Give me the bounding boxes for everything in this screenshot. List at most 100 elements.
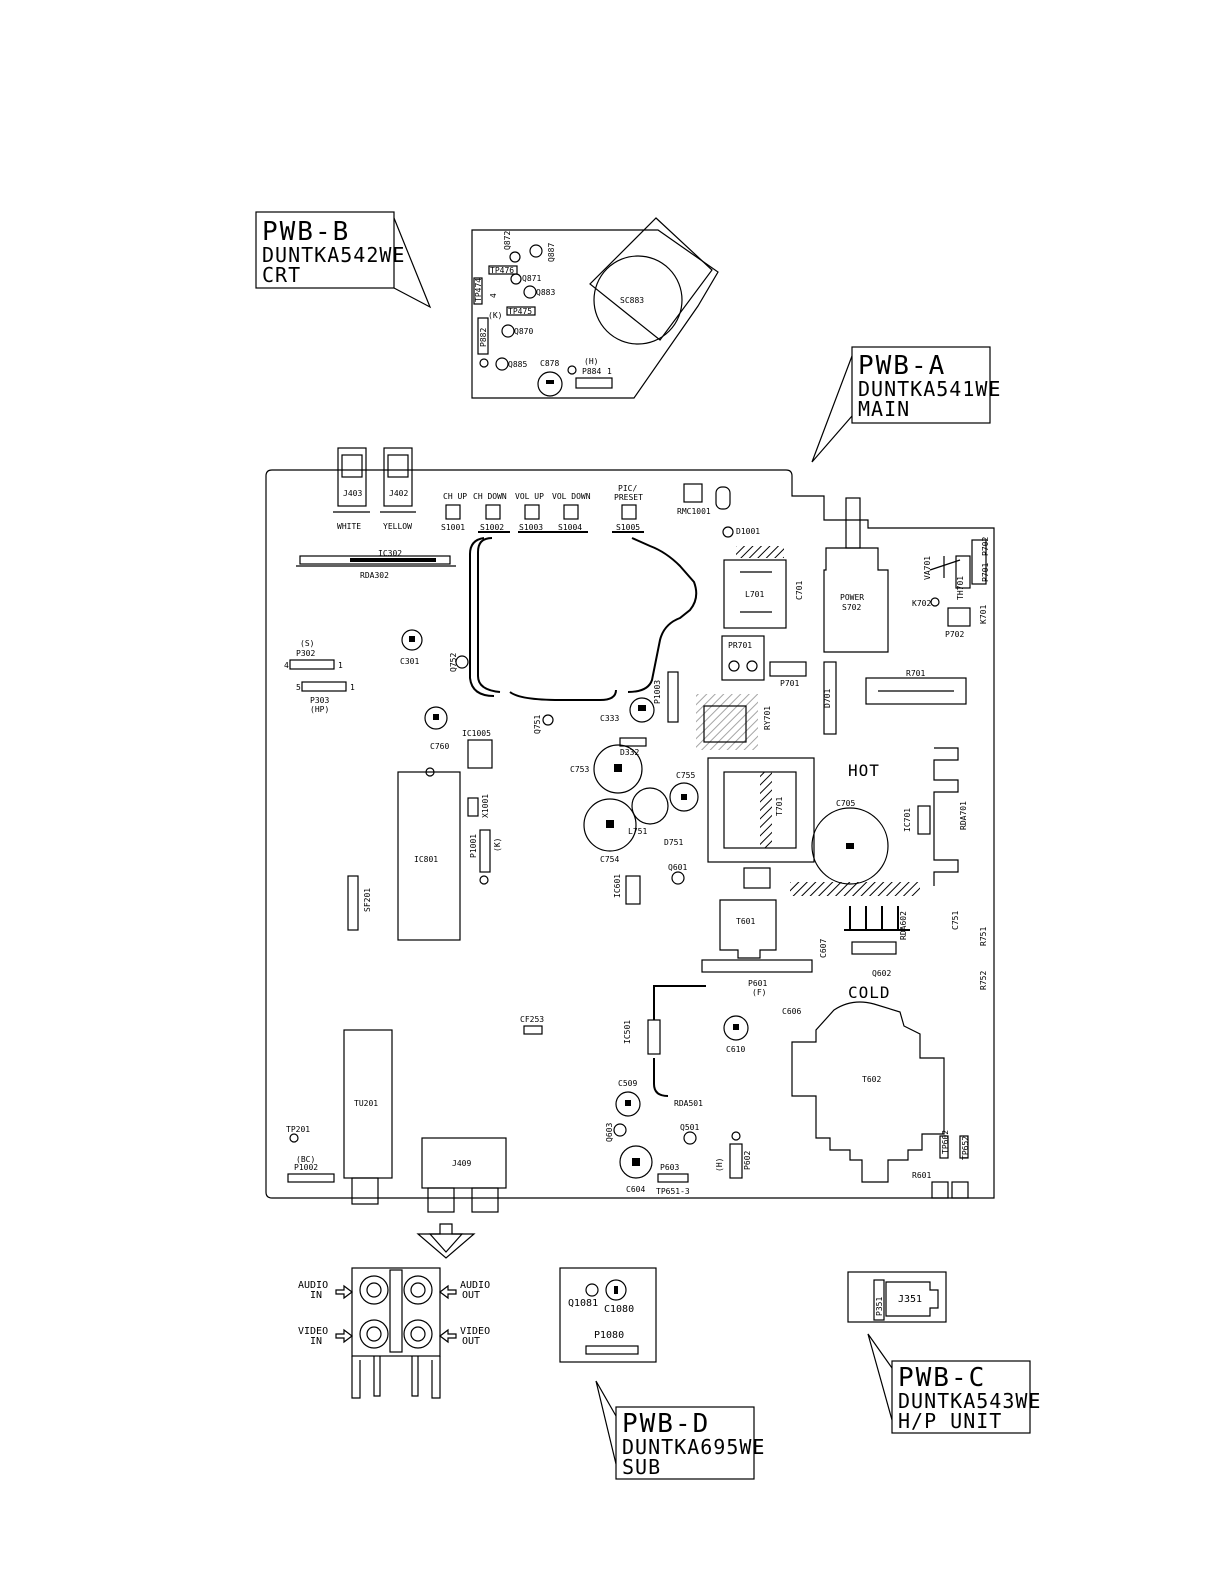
th701-label: TH701 [956, 576, 965, 600]
rda701-label: RDA701 [959, 801, 968, 830]
video-out-label: VIDEO [460, 1326, 490, 1337]
c705-label: C705 [836, 799, 855, 808]
sc883-label: SC883 [620, 296, 644, 305]
s702-label: S702 [842, 603, 861, 612]
cf253-label: CF253 [520, 1015, 544, 1024]
p701-label: P701 [780, 679, 799, 688]
svg-text:4: 4 [284, 661, 289, 670]
t602-label: T602 [862, 1075, 881, 1084]
p1002-bc-label: (BC) [296, 1155, 315, 1164]
vol-up-label: VOL UP [515, 492, 544, 501]
p1002-label: P1002 [294, 1163, 318, 1172]
c751-label: C751 [951, 911, 960, 930]
p884-pin-label: 1 [607, 367, 612, 376]
c753-label: C753 [570, 765, 589, 774]
q870-label: Q870 [514, 327, 533, 336]
p602-label: P602 [743, 1151, 752, 1170]
sf201-label: SF201 [363, 888, 372, 912]
pwb-d-description: SUB [622, 1455, 661, 1479]
arrow-head-icon [416, 1233, 476, 1259]
pic-label: PIC/ [618, 484, 637, 493]
s1002-label: S1002 [480, 523, 504, 532]
ch-up-label: CH UP [443, 492, 467, 501]
audio-in-sub-label: IN [310, 1290, 322, 1301]
crt-h-label: (H) [584, 357, 598, 366]
j409-label: J409 [452, 1159, 471, 1168]
p601-label: P601 [748, 979, 767, 988]
tp474-label: TP474 [474, 278, 483, 302]
p603-label: P603 [660, 1163, 679, 1172]
pwb-a-title: PWB-A [858, 351, 946, 381]
p702-label: P702 [945, 630, 964, 639]
c760-label: C760 [430, 742, 449, 751]
p882-label: P882 [479, 328, 488, 347]
crt-381-label: 4 [489, 293, 498, 298]
pwb-c-label: PWB-C DUNTKA543WE H/P UNIT [867, 1333, 1040, 1434]
r751-label: R751 [979, 927, 988, 946]
s1005-label: S1005 [616, 523, 640, 532]
p701-top-label: P701 [981, 563, 990, 582]
p302-s-label: (S) [300, 639, 314, 648]
q887-label: Q887 [547, 243, 556, 262]
p702-top-label: P702 [981, 537, 990, 556]
j351-label: J351 [898, 1294, 922, 1305]
preset-label: PRESET [614, 493, 643, 502]
ry701-label: RY701 [763, 706, 772, 730]
tp651-label: TP651-3 [656, 1187, 690, 1196]
l751-label: L751 [628, 827, 647, 836]
q752-label: Q752 [449, 653, 458, 672]
k702-label: K702 [912, 599, 931, 608]
t601-label: T601 [736, 917, 755, 926]
crt-k-label: (K) [488, 311, 502, 320]
pwb-c-description: H/P UNIT [898, 1409, 1002, 1433]
tp476-label: TP476 [490, 266, 514, 275]
r752-label: R752 [979, 971, 988, 990]
va701-label: VA701 [923, 556, 932, 580]
pwb-d-title: PWB-D [622, 1409, 710, 1439]
rda302-label: RDA302 [360, 571, 389, 580]
vol-down-label: VOL DOWN [552, 492, 591, 501]
p1080-label: P1080 [594, 1330, 624, 1341]
rda602-label: RDA602 [899, 911, 908, 940]
rmc1001-label: RMC1001 [677, 507, 711, 516]
q1081-label: Q1081 [568, 1298, 598, 1309]
ic1005-label: IC1005 [462, 729, 491, 738]
main-board: J403 J402 WHITE YELLOW CH UP CH DOWN VOL… [265, 447, 995, 1213]
p884-label: P884 [582, 367, 601, 376]
white-label: WHITE [337, 522, 361, 531]
c878-label: C878 [540, 359, 559, 368]
ic501-label: IC501 [623, 1020, 632, 1044]
c607-label: C607 [819, 939, 828, 958]
j402-label: J402 [389, 489, 408, 498]
rda501-label: RDA501 [674, 1099, 703, 1108]
pwb-a-part-number: DUNTKA541WE [858, 377, 1001, 401]
tp652-label: TP652 [961, 1136, 970, 1160]
tp602-label: TP602 [941, 1130, 950, 1154]
ch-down-label: CH DOWN [473, 492, 507, 501]
c301-label: C301 [400, 657, 419, 666]
power-label: POWER [840, 593, 864, 602]
c754-label: C754 [600, 855, 619, 864]
q872-label: Q872 [503, 231, 512, 250]
c333-label: C333 [600, 714, 619, 723]
p1003-label: P1003 [653, 680, 662, 704]
pwb-c-title: PWB-C [898, 1363, 986, 1393]
pwb-b-part-number: DUNTKA542WE [262, 243, 405, 267]
c701-label: C701 [795, 581, 804, 600]
svg-text:5: 5 [296, 683, 301, 692]
audio-out-sub-label: OUT [462, 1290, 480, 1301]
jack-panel: AUDIO IN AUDIO OUT VIDEO IN VIDEO OUT [298, 1267, 490, 1399]
p601-f-label: (F) [752, 988, 766, 997]
sub-board: Q1081 C1080 P1080 [559, 1267, 657, 1363]
crt-socket [593, 255, 683, 345]
q883-label: Q883 [536, 288, 555, 297]
tp475-label: TP475 [508, 307, 532, 316]
ic601-label: IC601 [613, 874, 622, 898]
c610-label: C610 [726, 1045, 745, 1054]
d1001-label: D1001 [736, 527, 760, 536]
p303-hp-label: (HP) [310, 705, 329, 714]
video-in-sub-label: IN [310, 1336, 322, 1347]
d701-label: D701 [823, 689, 832, 708]
audio-in-label: AUDIO [298, 1280, 328, 1291]
